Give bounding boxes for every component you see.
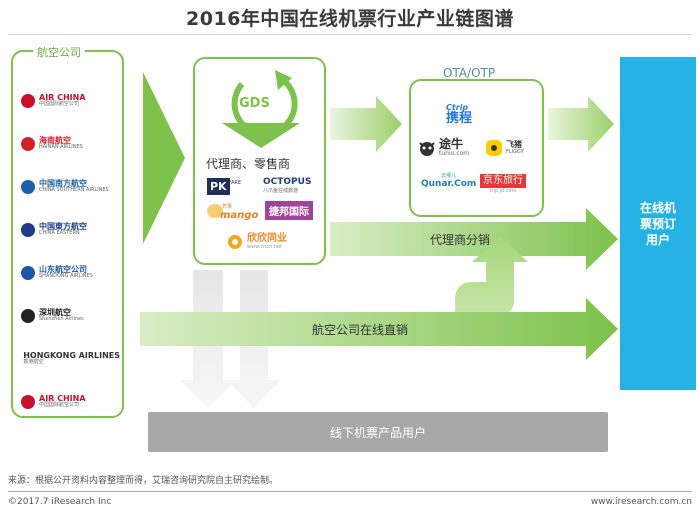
jiebang-logo: 捷邦国际 bbox=[265, 201, 313, 220]
airline-name: 深圳航空 bbox=[39, 308, 71, 318]
airline-name: 中国南方航空 bbox=[39, 179, 87, 189]
offline-users-box: 线下机票产品用户 bbox=[148, 412, 608, 452]
xinxin-logo-text: 欣欣同业 bbox=[247, 233, 287, 244]
airline-emblem-icon bbox=[21, 395, 35, 409]
qunar-logo-sub: 去哪儿 bbox=[441, 173, 457, 179]
airline-subname: 中国国际航空公司 bbox=[39, 101, 80, 108]
page-title: 2016年中国在线机票行业产业链图谱 bbox=[186, 8, 514, 30]
pkfare-logo: PK FARE bbox=[207, 178, 241, 195]
airline-direct-arrow bbox=[140, 298, 618, 360]
gds-to-ota-arrow bbox=[330, 96, 402, 152]
ctrip-logo-cn: 携程 bbox=[446, 111, 473, 126]
feizhu-logo-sub: FLIGGY bbox=[506, 149, 524, 155]
airline-name: AIR CHINA bbox=[39, 93, 86, 103]
ota-to-customer-arrow bbox=[548, 96, 614, 152]
ctrip-logo: Ctrip 携程 bbox=[446, 103, 473, 126]
tuniu-logo-text: 途牛 bbox=[439, 137, 464, 151]
mango-logo-text: mango bbox=[220, 210, 259, 221]
jd-trip-logo: 京东旅行 trip.jd.com bbox=[480, 174, 526, 194]
feizhu-logo-text: 飞猪 bbox=[506, 140, 522, 149]
feizhu-icon bbox=[486, 140, 502, 156]
online-booking-users-label: 在线机票预订用户 bbox=[639, 200, 676, 247]
airline-subname: CHINA SOUTHERN AIRLINES bbox=[39, 187, 109, 194]
ctrip-logo-en: Ctrip bbox=[446, 103, 469, 112]
airline-emblem-icon bbox=[21, 266, 35, 280]
jd-trip-logo-url: trip.jd.com bbox=[489, 188, 517, 194]
footer-divider bbox=[8, 491, 692, 492]
feizhu-logo: 飞猪 FLIGGY bbox=[485, 139, 524, 157]
airline-subname: 香港航空 bbox=[23, 359, 44, 366]
octopus-logo-text: OCTOPUS bbox=[263, 177, 312, 187]
airline-direct-label: 航空公司在线直销 bbox=[312, 323, 409, 337]
agents-label: 代理商、零售商 bbox=[206, 157, 291, 171]
xinxin-icon bbox=[228, 235, 242, 249]
gds-agents-panel bbox=[193, 57, 326, 265]
header-divider bbox=[8, 34, 692, 35]
qunar-logo-text: Qunar.Com bbox=[421, 179, 477, 189]
airline-subname: 中国国际航空公司 bbox=[39, 402, 80, 409]
qunar-logo: 去哪儿 Qunar.Com bbox=[421, 174, 476, 190]
octopus-logo-sub: 八爪鱼在线旅游 bbox=[263, 188, 299, 194]
xinxin-logo: 欣欣同业 www.cncn.net bbox=[226, 233, 287, 251]
agent-distribution-arrow bbox=[330, 208, 618, 270]
website-url: www.iresearch.com.cn bbox=[590, 497, 692, 507]
airline-name: 海南航空 bbox=[39, 136, 71, 146]
airline-name: 山东航空公司 bbox=[39, 265, 87, 275]
pkfare-logo-text: PK bbox=[207, 178, 230, 195]
mango-logo: 芒果 mango bbox=[207, 203, 259, 221]
airline-emblem-icon bbox=[21, 94, 35, 108]
octopus-logo: OCTOPUS 八爪鱼在线旅游 bbox=[263, 177, 312, 195]
airline-emblem-icon bbox=[21, 180, 35, 194]
airline-name: 中国東方航空 bbox=[39, 222, 87, 232]
airline-subname: CHINA EASTERN bbox=[39, 230, 80, 237]
tuniu-cow-icon bbox=[419, 141, 435, 156]
airline-name: HONGKONG AIRLINES bbox=[23, 351, 120, 361]
source-note: 来源：根据公开资料内容整理而得，艾瑞咨询研究院自主研究绘制。 bbox=[8, 476, 279, 486]
online-booking-users-box: 在线机票预订用户 bbox=[620, 57, 696, 390]
copyright: ©2017.7 iResearch Inc bbox=[8, 497, 112, 507]
mango-logo-sup: 芒果 bbox=[222, 204, 233, 210]
upward-curve-arrow bbox=[455, 236, 528, 330]
airlines-panel-label: 航空公司 bbox=[33, 44, 85, 60]
airline-subname: HAINAN AIRLINES bbox=[39, 144, 83, 151]
airline-subname: SHANDONG AIRLINES bbox=[39, 273, 93, 280]
xinxin-logo-url: www.cncn.net bbox=[247, 244, 283, 250]
airline-emblem-icon bbox=[21, 137, 35, 151]
agent-distribution-label: 代理商分销 bbox=[430, 233, 491, 247]
mango-icon bbox=[207, 204, 223, 218]
ota-panel-label: OTA/OTP bbox=[443, 66, 496, 80]
jd-trip-logo-text: 京东旅行 bbox=[480, 174, 526, 188]
airline-emblem-icon bbox=[21, 223, 35, 237]
gds-label: GDS bbox=[239, 96, 270, 111]
tuniu-logo-url: tuniu.com bbox=[439, 150, 470, 157]
tuniu-logo: 途牛 tuniu.com bbox=[418, 138, 469, 157]
airline-name: AIR CHINA bbox=[39, 394, 86, 404]
airline-to-gds-chevron bbox=[143, 72, 185, 244]
gds-flow-icon bbox=[222, 70, 300, 148]
airline-emblem-icon bbox=[21, 309, 35, 323]
pkfare-logo-sup: FARE bbox=[228, 179, 242, 186]
airline-subname: Shenzhen Airlines bbox=[39, 316, 84, 323]
